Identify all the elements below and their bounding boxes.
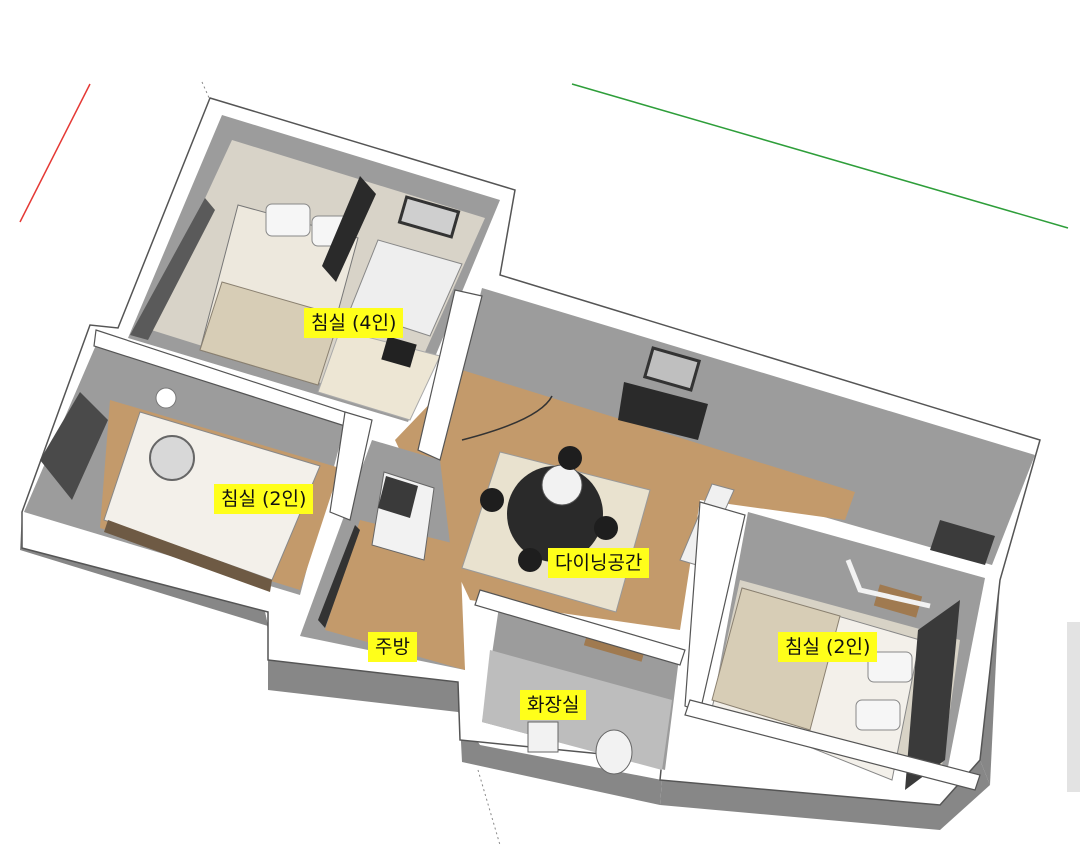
pillow	[855, 699, 901, 731]
headboard	[905, 600, 960, 790]
ottoman	[381, 336, 417, 368]
green-axis-line	[571, 83, 1069, 229]
fridge-door	[378, 476, 418, 518]
dotted-axis-bottom	[477, 769, 501, 846]
room-dining	[395, 288, 1035, 630]
chair	[480, 488, 504, 512]
room-label-bathroom: 화장실	[520, 690, 587, 720]
side-scroll-tab[interactable]	[1067, 622, 1080, 792]
pillow	[265, 203, 311, 237]
glass-partition	[318, 525, 360, 628]
room-label-bedroom-2-left: 침실 (2인)	[214, 484, 314, 514]
window-panel	[930, 520, 995, 565]
room-bedroom-4	[128, 115, 500, 422]
wall-picture	[397, 195, 461, 239]
bed-frame	[104, 520, 272, 592]
pendant-lamp	[541, 464, 583, 506]
room-label-kitchen: 주방	[368, 632, 417, 662]
chair	[594, 516, 618, 540]
red-axis-line	[19, 83, 91, 223]
room-label-bedroom-4: 침실 (4인)	[304, 308, 404, 338]
sink	[527, 721, 559, 753]
console-table	[618, 382, 708, 440]
chair	[558, 446, 582, 470]
side-table	[149, 435, 195, 481]
interior-wall-tops	[93, 289, 981, 791]
dotted-axis-top	[201, 81, 211, 101]
wall-picture	[642, 346, 702, 392]
wall-tv	[40, 392, 108, 500]
door-swing	[461, 395, 553, 441]
wardrobe-panel	[130, 198, 215, 340]
towel-rail	[845, 559, 931, 609]
pillow	[867, 651, 913, 683]
lamp	[155, 387, 177, 409]
room-kitchen	[300, 440, 465, 670]
chair	[518, 548, 542, 572]
divider-screen	[322, 176, 376, 282]
bed-blanket	[711, 587, 841, 731]
room-label-dining: 다이닝공간	[548, 548, 650, 578]
toilet	[595, 729, 633, 775]
room-label-bedroom-2-right: 침실 (2인)	[778, 632, 878, 662]
bed-blanket	[199, 281, 341, 386]
